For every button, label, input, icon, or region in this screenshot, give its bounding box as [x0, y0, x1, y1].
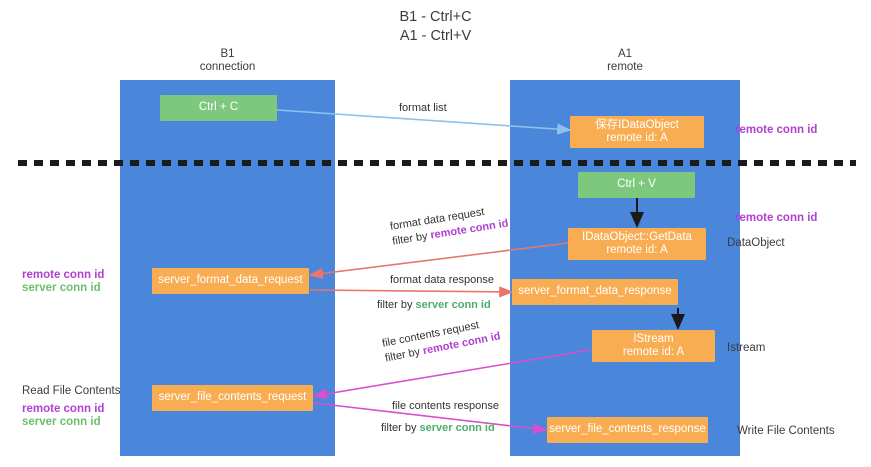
node-server-format-data-response-label: server_format_data_response	[518, 285, 672, 298]
node-getdata-line2: remote id: A	[606, 244, 668, 256]
edge-label-format-data-response-text: format data response	[390, 274, 494, 286]
edge-label-file-contents-response: file contents response	[392, 399, 499, 414]
node-server-file-contents-request-label: server_file_contents_request	[158, 391, 307, 404]
node-server-format-data-response[interactable]: server_format_data_response	[512, 279, 678, 305]
edge-label-file-contents-request: file contents request filter by remote c…	[381, 315, 502, 367]
filter-key-server-conn-id: server conn id	[415, 299, 491, 311]
edge-label-format-data-response: format data response	[390, 273, 494, 288]
annotation-remote-conn-id-mid: remote conn id	[735, 212, 818, 224]
title-line-2: A1 - Ctrl+V	[399, 28, 472, 44]
filter-prefix-2: filter by	[377, 299, 416, 311]
edge-label-format-data-request: format data request filter by remote con…	[389, 202, 510, 250]
node-save-idataobject[interactable]: 保存IDataObject remote id: A	[570, 116, 704, 148]
title-line-1: B1 - Ctrl+C	[399, 9, 472, 25]
edge-label-format-list: format list	[399, 102, 447, 114]
annotation-write-file-contents: Write File Contents	[737, 425, 835, 437]
node-server-format-data-request[interactable]: server_format_data_request	[152, 268, 309, 294]
node-server-file-contents-request[interactable]: server_file_contents_request	[152, 385, 313, 411]
node-server-file-contents-response-label: server_file_contents_response	[549, 423, 706, 436]
node-getdata-line1: IDataObject::GetData	[582, 230, 692, 243]
filter-prefix-4: filter by	[381, 422, 420, 434]
node-getdata[interactable]: IDataObject::GetData remote id: A	[568, 228, 706, 260]
page-title: B1 - Ctrl+C A1 - Ctrl+V	[0, 8, 871, 46]
node-ctrl-c-label: Ctrl + C	[198, 101, 239, 114]
edge-label-file-contents-response-text: file contents response	[392, 400, 500, 412]
lane-heading-a1-line2: remote	[607, 61, 643, 73]
lane-heading-a1-line1: A1	[617, 48, 633, 60]
node-istream-line2: remote id: A	[622, 346, 685, 358]
edge-label-format-data-response-filter: filter by server conn id	[377, 298, 491, 313]
annotation-left-remote-conn-id-2: remote conn id	[22, 403, 105, 415]
annotation-left-remote-conn-id: remote conn id	[22, 269, 105, 281]
node-ctrl-v-label: Ctrl + V	[617, 178, 656, 191]
node-ctrl-v[interactable]: Ctrl + V	[578, 172, 695, 198]
annotation-istream: Istream	[727, 342, 766, 354]
lane-heading-b1-line1: B1	[220, 48, 235, 60]
node-save-idataobject-line2: remote id: A	[606, 132, 668, 144]
node-ctrl-c[interactable]: Ctrl + C	[160, 95, 277, 121]
annotation-left-server-conn-id-2: server conn id	[22, 416, 101, 428]
node-server-format-data-request-label: server_format_data_request	[158, 274, 303, 287]
edge-label-file-contents-response-filter: filter by server conn id	[381, 421, 495, 436]
annotation-dataobject: DataObject	[727, 237, 785, 249]
node-server-file-contents-response[interactable]: server_file_contents_response	[547, 417, 708, 443]
lane-heading-b1-line2: connection	[199, 61, 256, 73]
node-istream[interactable]: IStream remote id: A	[592, 330, 715, 362]
node-istream-line1: IStream	[633, 332, 674, 345]
lane-heading-a1: A1 remote	[510, 48, 740, 74]
annotation-remote-conn-id-top: remote conn id	[735, 124, 818, 136]
lane-heading-b1: B1 connection	[120, 48, 335, 74]
arrow-format-data-response	[309, 286, 514, 298]
annotation-read-file-contents: Read File Contents	[22, 385, 121, 397]
filter-key-server-conn-id-2: server conn id	[419, 422, 495, 434]
annotation-left-server-conn-id: server conn id	[22, 282, 101, 294]
node-save-idataobject-line1: 保存IDataObject	[595, 118, 679, 131]
